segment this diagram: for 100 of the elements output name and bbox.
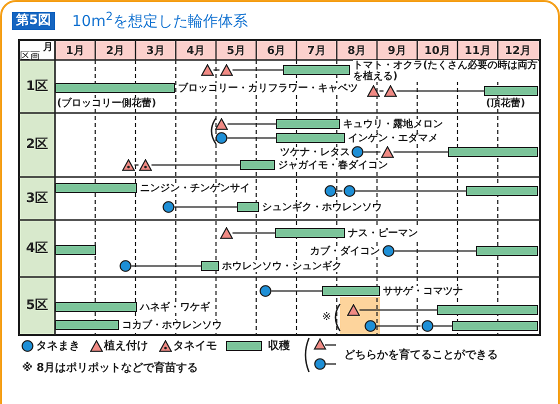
crop-name: (頂花蕾) xyxy=(486,98,526,109)
harvest-bar xyxy=(466,186,538,196)
harvest-bar xyxy=(322,286,380,296)
connector-line xyxy=(356,190,466,192)
harvest-bar xyxy=(276,133,345,143)
title: 10m$^{2}$を想定した輪作体系 xyxy=(72,11,248,31)
note-mark: ※ xyxy=(322,309,332,325)
seed-potato-triangle-marker xyxy=(122,159,134,171)
planting-triangle-marker xyxy=(200,64,214,76)
connector-line xyxy=(232,232,275,234)
crop-name: キュウリ・露地メロン xyxy=(343,119,443,130)
month-label: 2月 xyxy=(105,43,126,59)
legend-text: 収穫 xyxy=(268,339,290,353)
connector-line xyxy=(214,69,220,71)
sowing-circle-marker xyxy=(324,185,336,197)
connector-line xyxy=(134,164,138,166)
connector-line xyxy=(380,90,384,92)
legend-text: タネまき xyxy=(36,339,80,353)
connector-line xyxy=(434,325,452,327)
connector-line xyxy=(232,69,283,71)
month-label: 10月 xyxy=(423,43,452,59)
month-label: 12月 xyxy=(504,43,532,59)
legend-text: 植え付け xyxy=(104,339,148,353)
month-label: 3月 xyxy=(145,43,166,59)
crop-name: ブロッコリー・カリフラワー・キャベツ xyxy=(178,83,358,94)
harvest-bar xyxy=(276,119,340,129)
harvest-bar xyxy=(484,86,538,96)
month-label: 4月 xyxy=(186,43,206,59)
harvest-bar xyxy=(275,228,345,238)
legend-text: タネイモ xyxy=(173,339,217,353)
month-label: 9月 xyxy=(386,43,408,59)
harvest-bar xyxy=(448,147,538,157)
harvest-bar xyxy=(55,83,175,93)
sowing-circle-marker xyxy=(258,285,272,297)
crop-name: インゲン・エダマメ xyxy=(348,133,438,144)
month-label: 1月 xyxy=(64,43,86,59)
sowing-circle-marker xyxy=(162,201,174,213)
planting-triangle-marker xyxy=(220,64,232,76)
connector-line xyxy=(272,290,322,292)
connector-line xyxy=(376,325,420,327)
crop-name: コカブ・ホウレンソウ xyxy=(122,320,222,331)
harvest-bar xyxy=(476,246,538,256)
plot-label: 4区 xyxy=(24,240,50,256)
harvest-bar xyxy=(55,245,96,255)
harvest-bar xyxy=(452,321,538,331)
seed-potato-triangle-marker xyxy=(138,159,152,171)
plot-label: 2区 xyxy=(24,137,50,153)
harvest-bar xyxy=(55,302,137,312)
crop-name: シュンギク・ホウレンソウ xyxy=(262,202,382,213)
crop-name: ジャガイモ・春ダイコン xyxy=(278,160,388,171)
footnote: ※ 8月はポリポットなどで育苗する xyxy=(22,360,198,376)
connector-line xyxy=(396,90,484,92)
month-label: 8月 xyxy=(346,43,368,59)
connector-line xyxy=(394,250,476,252)
connector-line xyxy=(360,309,437,311)
crop-name: トマト・オクラ(たくさん必要の時は両方を植える) xyxy=(353,60,538,82)
month-label: 11月 xyxy=(463,43,492,59)
plot-label: 3区 xyxy=(24,190,50,206)
connector-line xyxy=(152,164,240,166)
sowing-circle-marker xyxy=(342,185,356,197)
header-cell-text: 区画 xyxy=(20,50,40,64)
sowing-circle-marker xyxy=(118,260,132,272)
planting-triangle-marker xyxy=(214,118,228,130)
crop-name: ササゲ・コマツナ xyxy=(383,286,463,297)
crop-name: ナス・ピーマン xyxy=(348,228,418,239)
crop-name: ハネギ・ワケギ xyxy=(140,302,210,313)
crop-name: (ブロッコリー側花蕾) xyxy=(57,98,156,109)
legend-text: どちらかを育てることができる xyxy=(344,348,498,362)
plot-label: 5区 xyxy=(24,298,50,314)
harvest-bar xyxy=(240,160,275,170)
sowing-circle-marker xyxy=(420,320,434,332)
connector-line xyxy=(228,137,276,139)
harvest-bar xyxy=(237,202,259,212)
connector-line xyxy=(394,151,448,153)
planting-triangle-marker xyxy=(346,304,360,316)
connector-line xyxy=(132,265,201,267)
header-cell-text: 月 xyxy=(43,41,53,55)
figure-number: 第5図 xyxy=(12,12,56,30)
harvest-bar xyxy=(55,183,137,193)
plot-label: 1区 xyxy=(24,78,50,94)
connector-line xyxy=(228,123,276,125)
crop-name: ツケナ・レタス xyxy=(280,147,350,158)
harvest-bar xyxy=(201,261,219,271)
month-label: 7月 xyxy=(306,43,327,59)
month-label: 5月 xyxy=(226,43,246,59)
crop-name: カブ・ダイコン xyxy=(310,246,380,257)
crop-name: ニンジン・チンゲンサイ xyxy=(140,183,250,194)
planting-triangle-marker xyxy=(380,146,394,158)
sowing-circle-marker xyxy=(214,132,228,144)
connector-line xyxy=(364,151,380,153)
planting-triangle-marker xyxy=(220,227,232,239)
sowing-circle-marker xyxy=(382,245,394,257)
harvest-bar xyxy=(437,305,538,315)
crop-name: ホウレンソウ・シュンギク xyxy=(222,261,342,272)
harvest-bar xyxy=(55,320,119,330)
planting-triangle-marker xyxy=(366,85,380,97)
planting-triangle-marker xyxy=(384,85,396,97)
month-label: 6月 xyxy=(266,43,287,59)
connector-line xyxy=(174,206,237,208)
sowing-circle-marker xyxy=(350,146,364,158)
